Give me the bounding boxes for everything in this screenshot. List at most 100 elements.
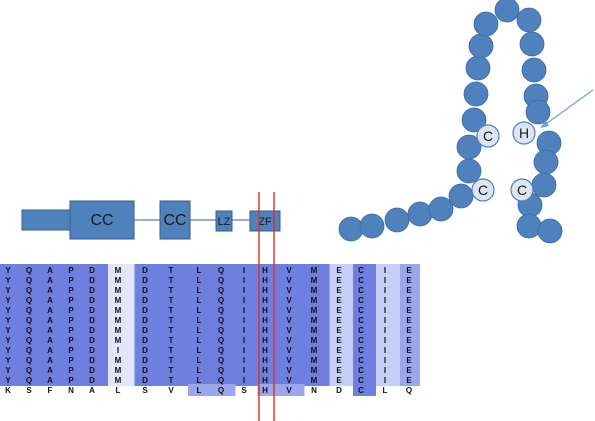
alignment-residue: Y — [5, 356, 11, 365]
alignment-residue: I — [384, 336, 386, 345]
alignment-residue: Q — [218, 286, 224, 295]
alignment-residue: Q — [26, 326, 32, 335]
alignment-residue: I — [384, 356, 386, 365]
alignment-residue: I — [243, 326, 245, 335]
alignment-last-row-shade — [353, 384, 376, 396]
alignment-column-shade — [235, 264, 258, 386]
alignment-residue: M — [311, 306, 318, 315]
alignment-residue: A — [89, 386, 95, 395]
alignment-column-shade — [21, 264, 43, 386]
alignment-residue: Y — [5, 316, 11, 325]
alignment-residue: D — [142, 266, 148, 275]
alignment-residue: Y — [5, 326, 11, 335]
alignment-residue: D — [89, 346, 95, 355]
alignment-column-shade — [257, 264, 280, 386]
alignment-residue: C — [358, 346, 364, 355]
alignment-residue: A — [47, 306, 53, 315]
alignment-residue: D — [142, 306, 148, 315]
alignment-residue: Y — [5, 376, 11, 385]
alignment-residue: D — [336, 386, 342, 395]
residue-c-bottom-right-label: C — [517, 182, 527, 198]
alignment-residue: D — [142, 376, 148, 385]
alignment-column-shade — [304, 264, 330, 386]
bead — [468, 33, 494, 59]
alignment-column-shade — [213, 264, 236, 386]
alignment-residue: L — [197, 276, 202, 285]
alignment-residue: P — [68, 346, 74, 355]
alignment-residue: T — [169, 276, 174, 285]
residue-h — [512, 121, 536, 145]
alignment-residue: M — [115, 266, 122, 275]
alignment-residue: H — [262, 276, 268, 285]
alignment-residue: Q — [406, 386, 412, 395]
alignment-residue: S — [142, 386, 148, 395]
alignment-residue: H — [262, 296, 268, 305]
bead — [525, 99, 551, 125]
alignment-residue: C — [358, 266, 364, 275]
alignment-residue: I — [384, 286, 386, 295]
alignment-residue: A — [47, 276, 53, 285]
alignment-residue: A — [47, 336, 53, 345]
bead — [533, 149, 559, 175]
alignment-residue: E — [406, 316, 412, 325]
alignment-residue: M — [311, 326, 318, 335]
alignment-residue: Q — [218, 366, 224, 375]
alignment-residue: D — [89, 356, 95, 365]
alignment-residue: I — [243, 346, 245, 355]
alignment-residue: A — [47, 356, 53, 365]
alignment-residue: L — [197, 296, 202, 305]
alignment-residue: P — [68, 366, 74, 375]
alignment-residue: D — [142, 316, 148, 325]
alignment-residue: I — [243, 316, 245, 325]
alignment-residue: Y — [5, 266, 11, 275]
alignment-residue: H — [262, 266, 268, 275]
alignment-residue: Q — [26, 286, 32, 295]
alignment-residue: E — [336, 266, 342, 275]
alignment-residue: P — [68, 296, 74, 305]
alignment-residue: I — [384, 376, 386, 385]
alignment-residue: I — [117, 346, 119, 355]
alignment-residue: L — [197, 326, 202, 335]
alignment-residue: V — [286, 276, 292, 285]
alignment-residue: I — [384, 296, 386, 305]
alignment-residue: E — [336, 346, 342, 355]
alignment-residue: L — [197, 266, 202, 275]
alignment-column-shade — [400, 264, 420, 386]
alignment-residue: S — [241, 386, 247, 395]
alignment-residue: Q — [26, 376, 32, 385]
alignment-column-shade — [376, 264, 400, 386]
alignment-column-shade — [134, 264, 161, 386]
bead — [456, 158, 482, 184]
alignment-residue: V — [286, 296, 292, 305]
alignment-residue: M — [311, 316, 318, 325]
alignment-residue: C — [358, 316, 364, 325]
alignment-column-shade — [108, 264, 135, 386]
alignment-residue: M — [115, 376, 122, 385]
alignment-residue: T — [169, 356, 174, 365]
alignment-residue: E — [336, 336, 342, 345]
alignment-residue: H — [262, 316, 268, 325]
alignment-residue: V — [168, 386, 174, 395]
bead — [465, 55, 491, 81]
alignment-residue: M — [115, 356, 122, 365]
alignment-last-row-shade — [257, 384, 280, 396]
alignment-residue: Y — [5, 346, 11, 355]
alignment-residue: D — [89, 376, 95, 385]
alignment-residue: D — [89, 326, 95, 335]
alignment-residue: I — [384, 366, 386, 375]
alignment-residue: M — [115, 306, 122, 315]
alignment-residue: D — [142, 296, 148, 305]
alignment-residue: Y — [5, 336, 11, 345]
alignment-residue: V — [286, 336, 292, 345]
alignment-residue: N — [68, 386, 74, 395]
alignment-column-shade — [84, 264, 108, 386]
alignment-residue: D — [142, 286, 148, 295]
alignment-residue: E — [336, 376, 342, 385]
alignment-residue: E — [406, 366, 412, 375]
alignment-residue: E — [406, 326, 412, 335]
alignment-residue: M — [311, 336, 318, 345]
alignment-residue: C — [358, 356, 364, 365]
alignment-residue: I — [243, 356, 245, 365]
alignment-residue: Y — [5, 286, 11, 295]
alignment-last-row-shade — [280, 384, 305, 396]
